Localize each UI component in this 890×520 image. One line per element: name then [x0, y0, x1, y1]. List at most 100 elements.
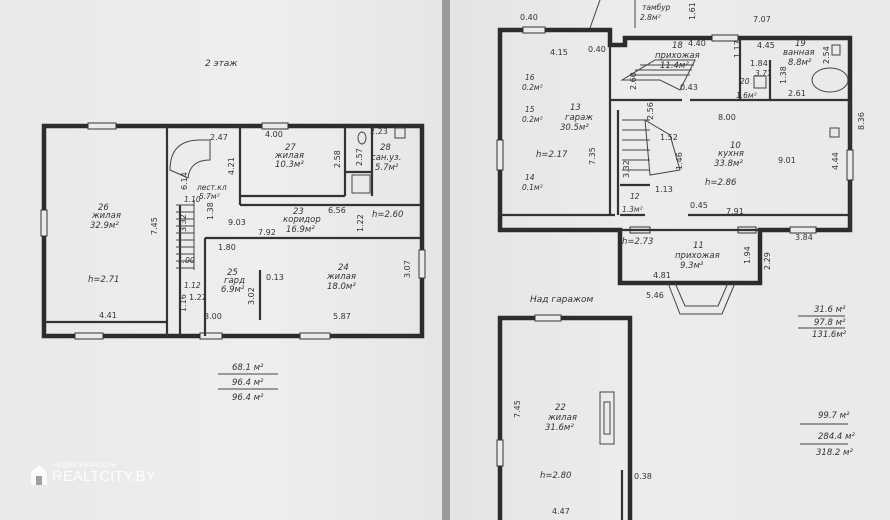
dim: 3.32	[622, 160, 631, 178]
sink-icon	[394, 127, 406, 139]
ceiling-height: h=2.17	[536, 150, 568, 160]
window	[418, 249, 426, 279]
dim: 7.92	[258, 228, 276, 237]
room-name: гард	[224, 276, 245, 286]
total-area: 96.4 м²	[232, 393, 264, 403]
dim: 1.12	[184, 281, 201, 290]
room-area: 0.2м²	[522, 83, 543, 92]
dim: 2.57	[355, 148, 364, 166]
area-totals-over-garage: 99.7 м² 284.4 м² 318.2 м²	[800, 411, 855, 458]
window	[522, 26, 546, 34]
room-num: 22	[555, 403, 566, 413]
room-name: тамбур	[642, 3, 671, 12]
window	[534, 314, 562, 322]
spiral-stair	[169, 139, 211, 179]
dim: 3.32	[179, 214, 188, 232]
entrance-porch	[674, 282, 729, 307]
dim: 0.45	[690, 201, 708, 210]
floor-plan-sheet-right: 16 0.2м² 15 0.2м² 13 гараж 30.5м² 14 0.1…	[450, 0, 890, 520]
room-num: 26	[98, 203, 109, 213]
total-area: 68.1 м²	[232, 363, 264, 373]
dim: 0.43	[680, 83, 698, 92]
room-name: жилая	[274, 151, 304, 161]
room-area: 30.5м²	[560, 123, 589, 133]
outer-wall-over-garage	[497, 315, 633, 520]
window	[87, 122, 117, 130]
room-area: 0.1м²	[522, 183, 543, 192]
dim: 3.00	[204, 312, 222, 321]
floor-title: 2 этаж	[205, 59, 238, 69]
ceiling-height: h=2.80	[540, 471, 571, 481]
room-num: 15	[525, 105, 535, 114]
room-num: 19	[795, 39, 806, 49]
dim: 4.40	[688, 39, 706, 48]
room-area: 18.0м²	[327, 282, 356, 292]
dim: 0.38	[634, 472, 652, 481]
dim: 8.36	[857, 112, 866, 130]
total-area: 31.6 м²	[814, 305, 846, 315]
room-name: сан.уз.	[371, 153, 401, 163]
room-name: кухня	[718, 149, 744, 159]
dim: 4.41	[99, 311, 117, 320]
dim: 9.01	[778, 156, 796, 165]
dim: 4.47	[552, 507, 570, 516]
window	[789, 226, 817, 234]
room-name: гараж	[565, 113, 593, 123]
total-area: 99.7 м²	[818, 411, 850, 421]
dim: 1.10	[184, 195, 201, 204]
dim: 3.02	[247, 287, 256, 305]
dim: 1.13	[655, 185, 673, 194]
area-totals-right: 31.6 м² 97.8 м² 131.6м²	[798, 305, 847, 340]
stair-steps	[176, 200, 195, 270]
chimney-inner	[603, 401, 611, 435]
stair-steps-right	[622, 64, 694, 171]
room-name: ванная	[783, 48, 815, 58]
room-num: 10	[730, 141, 741, 151]
room-area: 0.2м²	[522, 115, 543, 124]
room-num: 13	[570, 103, 581, 113]
dim: 7.45	[150, 217, 159, 235]
room-area: 5.7м²	[199, 192, 220, 201]
room-num: 23	[293, 207, 304, 217]
dim: 2.61	[788, 89, 806, 98]
vestibule-line	[589, 0, 601, 29]
window	[496, 139, 504, 171]
dim: 1.38	[206, 202, 215, 220]
dim: 1.22	[356, 214, 365, 232]
window	[74, 332, 104, 340]
watermark-brand-text: REALTCITY.BY	[52, 468, 156, 485]
dim: 9.03	[228, 218, 246, 227]
dim: 1.38	[779, 66, 788, 84]
dim: 1.80	[218, 243, 236, 252]
dim: 4.44	[831, 152, 840, 170]
dim: 1.00	[178, 256, 195, 265]
room-name: жилая	[91, 211, 121, 221]
dim: 5.87	[333, 312, 351, 321]
room-area: 16.9м²	[286, 225, 315, 235]
room-name: прихожая	[675, 251, 720, 261]
dim: 4.00	[265, 130, 283, 139]
dim: 1.61	[688, 2, 697, 20]
room-num: 11	[693, 241, 704, 251]
room-area: 2.8м²	[640, 13, 661, 22]
room-area: 1.6м²	[736, 91, 757, 100]
dim: 7.35	[588, 147, 597, 165]
room-num: 27	[285, 143, 296, 153]
total-area: 131.6м²	[812, 330, 847, 340]
dim: 4.21	[227, 157, 236, 175]
ceiling-height: h=2.60	[372, 210, 403, 220]
dim: 7.45	[513, 400, 522, 418]
dim: 1.22	[189, 293, 207, 302]
area-totals: 68.1 м² 96.4 м² 96.4 м²	[218, 363, 278, 403]
room-area: 9.3м²	[680, 261, 704, 271]
dim: 3.71	[755, 69, 772, 78]
dim: 0.40	[520, 13, 538, 22]
room-num: 24	[338, 263, 349, 273]
dim: 8.00	[718, 113, 736, 122]
dim: 2.54	[822, 46, 831, 64]
room-name: коридор	[283, 215, 321, 225]
toilet-icon	[753, 75, 767, 89]
dim: 1.84	[750, 59, 768, 68]
section-title: Над гаражом	[530, 295, 593, 305]
window	[299, 332, 331, 340]
